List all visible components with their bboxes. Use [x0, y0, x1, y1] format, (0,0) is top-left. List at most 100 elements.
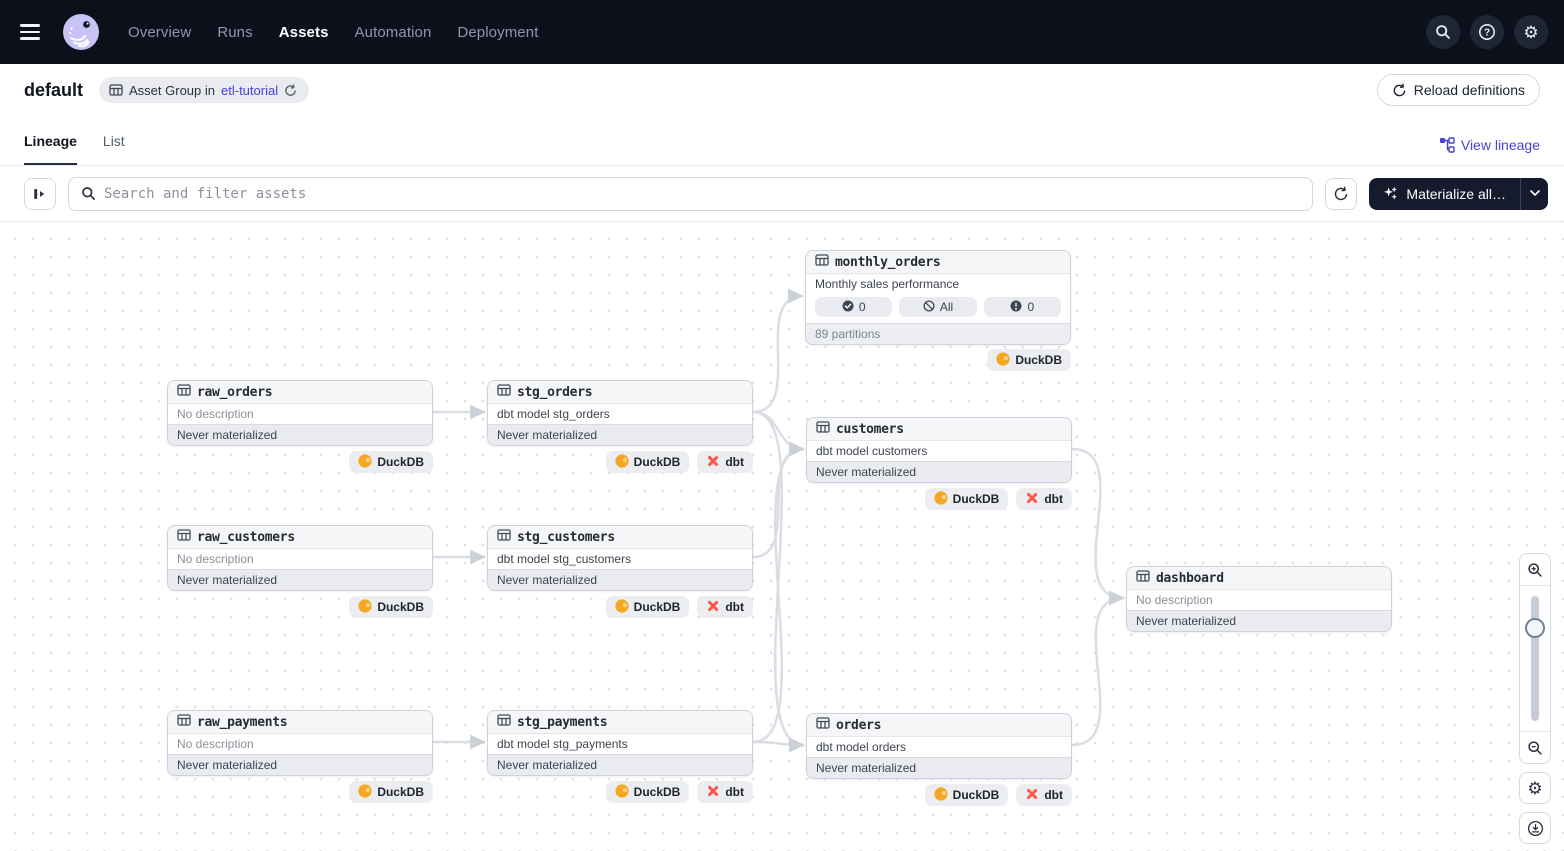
nav-item-automation[interactable]: Automation	[354, 23, 432, 41]
reload-icon	[1393, 83, 1406, 96]
nav-item-runs[interactable]: Runs	[217, 23, 253, 41]
zoom-slider[interactable]	[1520, 586, 1550, 731]
gear-icon: ⚙	[1527, 778, 1543, 798]
asset-status: Never materialized	[168, 424, 432, 445]
asset-search[interactable]	[68, 176, 1314, 211]
materialize-split-button: Materialize all…	[1369, 177, 1548, 210]
view-lineage-link[interactable]: View lineage	[1439, 137, 1540, 165]
graph-controls: ⚙	[1519, 553, 1551, 844]
top-nav: Overview Runs Assets Automation Deployme…	[0, 0, 1564, 64]
tab-lineage[interactable]: Lineage	[24, 133, 77, 165]
asset-kind-tags: DuckDB dbt	[806, 488, 1072, 510]
kind-tag-dbt[interactable]: dbt	[697, 596, 753, 618]
lineage-toolbar: Materialize all…	[0, 166, 1564, 222]
zoom-panel	[1519, 553, 1551, 764]
asset-table-icon	[177, 528, 191, 547]
search-input[interactable]	[104, 185, 1301, 202]
kind-tag-duckdb[interactable]: DuckDB	[605, 781, 690, 803]
materialize-all-button[interactable]: Materialize all…	[1369, 178, 1520, 210]
duckdb-icon	[358, 453, 372, 471]
asset-description: No description	[168, 734, 432, 754]
kind-tag-duckdb[interactable]: DuckDB	[605, 451, 690, 473]
asset-table-icon	[497, 528, 511, 547]
asset-description: dbt model stg_orders	[488, 404, 752, 424]
zoom-out-button[interactable]	[1520, 731, 1550, 763]
duckdb-icon	[358, 783, 372, 801]
nav-actions: ? ⚙	[1426, 15, 1548, 49]
asset-status: Never materialized	[168, 754, 432, 775]
dbt-icon	[1025, 787, 1039, 804]
asset-kind-tags: DuckDB	[805, 349, 1071, 371]
asset-description: dbt model orders	[807, 737, 1071, 757]
zoom-in-button[interactable]	[1520, 554, 1550, 586]
kind-tag-dbt[interactable]: dbt	[1016, 488, 1072, 510]
asset-status: Never materialized	[488, 424, 752, 445]
kind-tag-duckdb[interactable]: DuckDB	[987, 349, 1071, 371]
asset-table-icon	[816, 420, 830, 439]
asset-kind-tags: DuckDB dbt	[487, 596, 753, 618]
zoom-slider-handle[interactable]	[1525, 618, 1545, 638]
asset-description: No description	[1127, 590, 1391, 610]
nav-item-overview[interactable]: Overview	[128, 23, 192, 41]
settings-gear-icon[interactable]: ⚙	[1514, 15, 1548, 49]
kind-tag-duckdb[interactable]: DuckDB	[924, 784, 1009, 806]
asset-kind-tags: DuckDB dbt	[487, 451, 753, 473]
sparkle-icon	[1384, 187, 1398, 200]
kind-tag-dbt[interactable]: dbt	[697, 451, 753, 473]
kind-tag-duckdb[interactable]: DuckDB	[349, 781, 433, 803]
kind-tag-duckdb[interactable]: DuckDB	[924, 488, 1009, 510]
svg-text:?: ?	[1484, 28, 1490, 39]
refresh-graph-button[interactable]	[1325, 177, 1358, 210]
kind-tag-duckdb[interactable]: DuckDB	[349, 596, 433, 618]
kind-tag-duckdb[interactable]: DuckDB	[349, 451, 433, 473]
expand-panel-button[interactable]	[24, 177, 56, 210]
dbt-icon	[706, 784, 720, 801]
code-location-link[interactable]: etl-tutorial	[221, 82, 279, 98]
duckdb-icon	[615, 453, 629, 471]
hamburger-menu-icon[interactable]	[20, 18, 48, 46]
kind-tag-dbt[interactable]: dbt	[697, 781, 753, 803]
nav-item-deployment[interactable]: Deployment	[457, 23, 539, 41]
reload-definitions-button[interactable]: Reload definitions	[1376, 74, 1540, 106]
asset-description: No description	[168, 404, 432, 424]
asset-node-header: raw_orders	[168, 381, 432, 404]
download-view-button[interactable]	[1519, 812, 1551, 844]
tab-list[interactable]: List	[102, 133, 125, 149]
materialize-dropdown-caret[interactable]	[1520, 177, 1548, 210]
kind-tag-dbt[interactable]: dbt	[1016, 784, 1072, 806]
download-icon	[1527, 820, 1543, 836]
search-icon	[82, 187, 95, 200]
asset-status: Never materialized	[488, 569, 752, 590]
zoom-slider-track[interactable]	[1531, 596, 1539, 721]
duckdb-icon	[615, 783, 629, 801]
warning-icon	[1010, 300, 1022, 315]
kind-tag-duckdb[interactable]: DuckDB	[605, 596, 690, 618]
asset-title: raw_payments	[197, 714, 288, 730]
search-icon[interactable]	[1426, 15, 1460, 49]
primary-nav: Overview Runs Assets Automation Deployme…	[128, 24, 538, 41]
asset-description: Monthly sales performance	[806, 274, 1070, 294]
asset-node-header: customers	[807, 418, 1071, 441]
reload-location-icon[interactable]	[284, 83, 297, 97]
graph-settings-button[interactable]: ⚙	[1519, 772, 1551, 804]
asset-status: Never materialized	[488, 754, 752, 775]
asset-node-header: stg_orders	[488, 381, 752, 404]
asset-kind-tags: DuckDB	[167, 596, 433, 618]
duckdb-icon	[615, 598, 629, 616]
dagster-logo[interactable]	[62, 13, 100, 51]
asset-title: stg_orders	[517, 384, 593, 400]
help-icon[interactable]: ?	[1470, 15, 1504, 49]
asset-table-icon	[497, 383, 511, 402]
nav-item-assets[interactable]: Assets	[278, 23, 329, 41]
